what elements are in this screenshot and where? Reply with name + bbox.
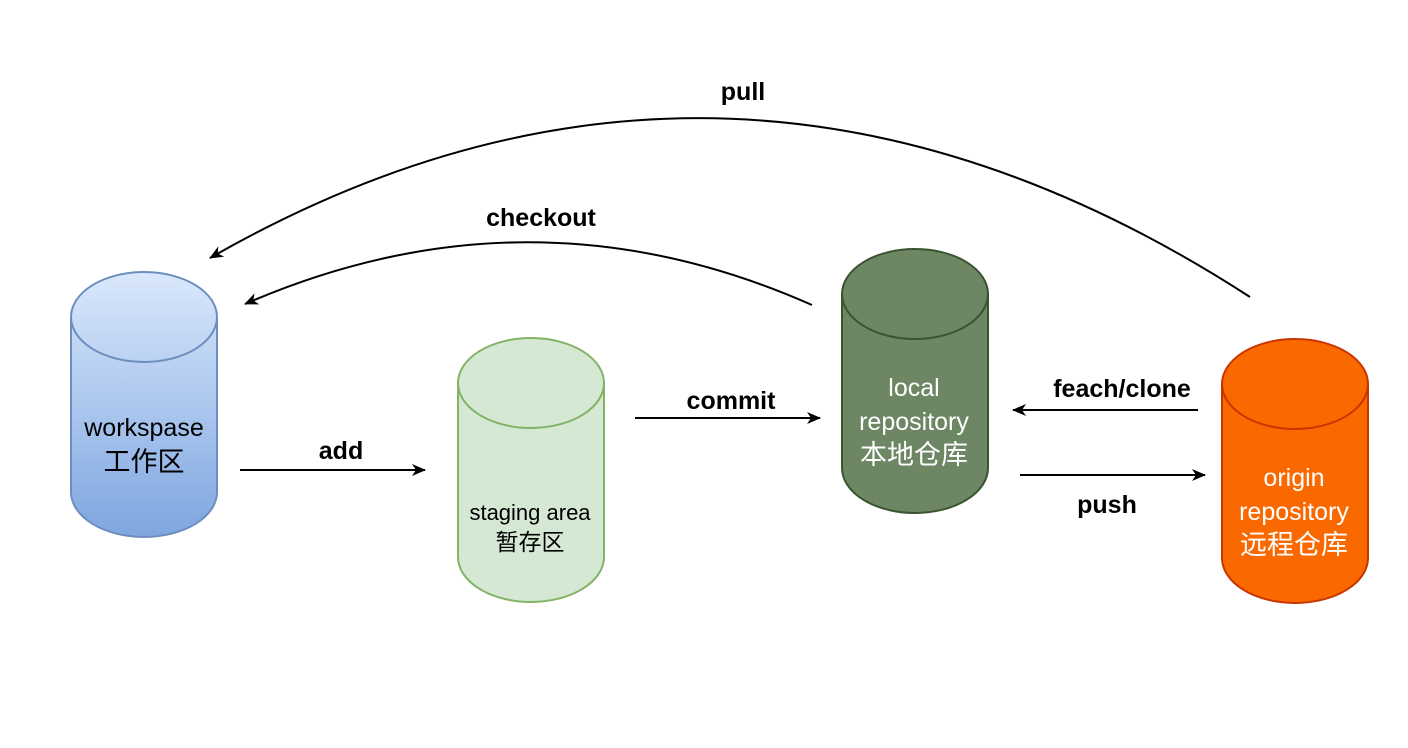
staging-label-en: staging area (469, 500, 591, 525)
staging-cylinder (457, 337, 605, 603)
local-cylinder (841, 248, 989, 514)
workspace-label-cn: 工作区 (104, 447, 185, 477)
origin-label-line2: repository (1239, 498, 1349, 526)
edge-pull: pull (209, 78, 1251, 298)
node-workspace: workspase 工作区 (70, 271, 218, 538)
add-label: add (319, 437, 363, 465)
node-local-repository: local repository 本地仓库 (841, 248, 989, 514)
checkout-arrow (244, 241, 813, 306)
origin-cylinder (1221, 338, 1369, 604)
local-label-cn: 本地仓库 (860, 440, 968, 470)
pull-arrow (209, 117, 1251, 298)
local-label-line2: repository (859, 408, 969, 436)
edge-add: add (240, 437, 426, 476)
pull-label: pull (721, 78, 765, 106)
checkout-label: checkout (486, 204, 596, 232)
edge-push: push (1020, 469, 1206, 519)
edge-commit: commit (635, 387, 821, 424)
origin-label-cn: 远程仓库 (1240, 530, 1348, 560)
push-label: push (1077, 491, 1137, 519)
workspace-cylinder-rim (70, 316, 218, 363)
local-cylinder-rim (841, 293, 989, 340)
staging-cylinder-rim (457, 382, 605, 429)
node-staging: staging area 暂存区 (457, 337, 605, 603)
node-origin-repository: origin repository 远程仓库 (1221, 338, 1369, 604)
commit-label: commit (687, 387, 777, 415)
workspace-cylinder (70, 271, 218, 538)
origin-cylinder-rim (1221, 383, 1369, 430)
staging-label-cn: 暂存区 (496, 529, 565, 555)
fetch-clone-label: feach/clone (1053, 375, 1191, 403)
edge-checkout: checkout (244, 204, 813, 306)
origin-label-line1: origin (1263, 464, 1324, 492)
edge-fetch-clone: feach/clone (1012, 375, 1198, 416)
local-label-line1: local (888, 374, 939, 402)
workspace-label-en: workspase (83, 414, 204, 442)
